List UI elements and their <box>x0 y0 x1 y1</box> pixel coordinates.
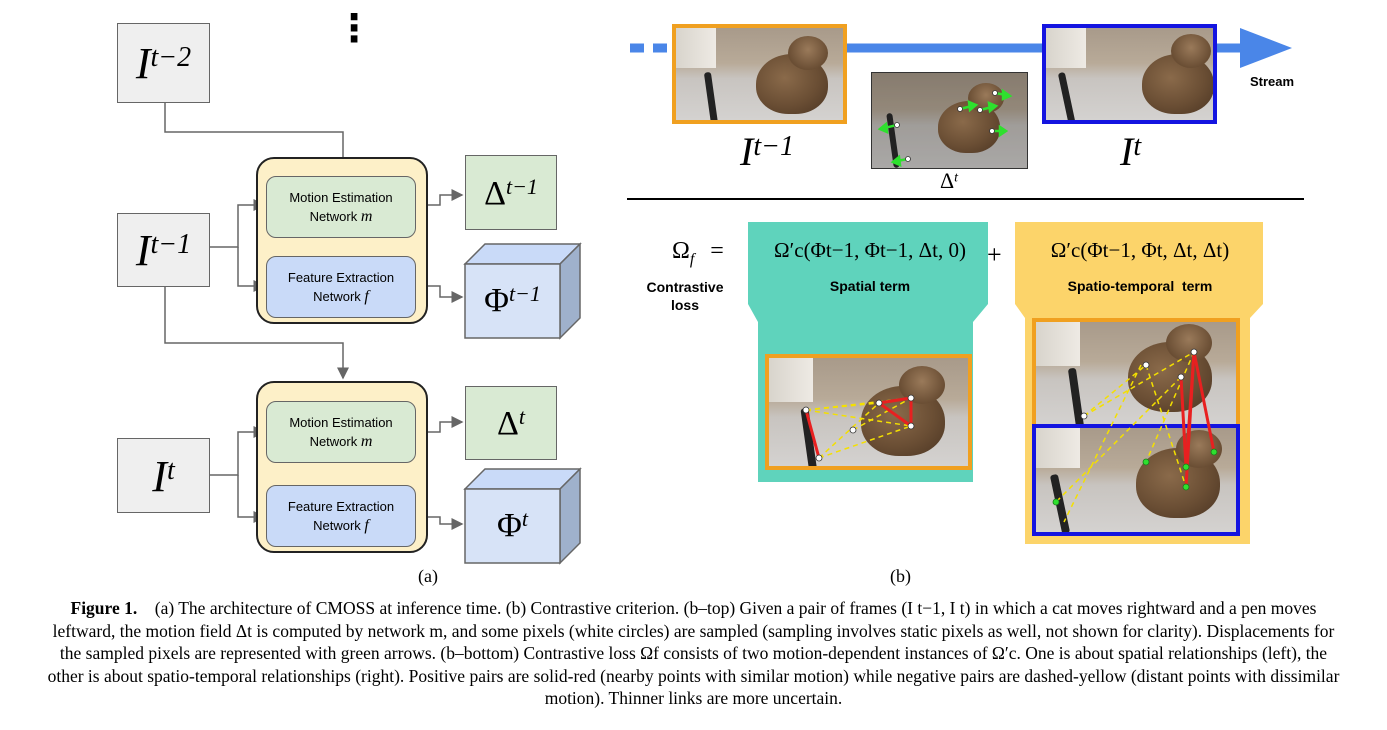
panel-a-connectors <box>164 103 464 530</box>
phi-cube-t-minus-1 <box>463 242 582 340</box>
feature-extraction-network-2: Feature Extraction Network f <box>266 485 416 547</box>
phi-symbol: Φ <box>484 282 509 319</box>
loss-symbol: Ωf = <box>672 238 724 268</box>
delta-symbol: Δ <box>484 175 506 212</box>
motion-field-image <box>871 72 1028 169</box>
feature-var: f <box>364 288 369 305</box>
feature-label: Feature Extraction <box>287 270 395 285</box>
panel-a-label: (a) <box>418 566 438 586</box>
feature-label: Feature Extraction <box>287 499 395 514</box>
phi-sup: t <box>521 505 528 531</box>
phi-label-t: Φt <box>465 489 560 563</box>
motion-estimation-network-2: Motion Estimation Network m <box>266 401 416 463</box>
contrastive-loss-label: Contrastive loss <box>646 279 724 313</box>
delta-output-t-minus-1: Δt−1 <box>465 155 557 230</box>
spatial-term-image <box>765 354 972 470</box>
frame-t-minus-1-label: It−1 <box>740 129 795 174</box>
frame-t-minus-1-image <box>672 24 847 124</box>
temporal-term-image-bottom <box>1032 424 1240 536</box>
panel-b-label: (b) <box>890 566 911 586</box>
input-sup: t−2 <box>150 41 192 73</box>
phi-label-t-minus-1: Φt−1 <box>465 264 560 338</box>
motion-label: Motion Estimation <box>289 190 393 205</box>
plus-sign: + <box>987 240 1002 269</box>
feature-var: f <box>364 517 369 534</box>
spatial-pair-links <box>802 394 915 462</box>
motion-label-2: Network <box>309 434 358 449</box>
input-frame-t-minus-1: It−1 <box>117 213 210 287</box>
delta-symbol: Δ <box>497 405 519 442</box>
motion-field-label: Δt <box>940 168 959 193</box>
delta-sup: t−1 <box>505 173 538 199</box>
delta-output-t: Δt <box>465 386 557 460</box>
motion-var: m <box>360 208 373 225</box>
phi-symbol: Φ <box>497 507 522 544</box>
input-sup: t <box>166 454 175 486</box>
feature-extraction-network-1: Feature Extraction Network f <box>266 256 416 318</box>
frame-t-image <box>1042 24 1217 124</box>
temporal-pair-links <box>1052 348 1218 523</box>
frame-t-label: It <box>1120 129 1142 174</box>
motion-label-2: Network <box>309 209 358 224</box>
divider-line <box>627 198 1304 200</box>
stream-label: Stream <box>1250 74 1295 89</box>
input-base: I <box>135 226 151 275</box>
spatial-formula: Ω′c(Φt−1, Φt−1, Δt, 0) <box>774 238 966 262</box>
phi-sup: t−1 <box>508 280 541 306</box>
input-frame-t: It <box>117 438 210 513</box>
caption-text: (a) The architecture of CMOSS at inferen… <box>47 598 1340 708</box>
input-sup: t−1 <box>150 228 192 260</box>
temporal-formula: Ω′c(Φt−1, Φt, Δt, Δt) <box>1050 238 1230 262</box>
motion-var: m <box>360 433 373 450</box>
motion-arrows <box>877 88 1013 168</box>
phi-cube-t <box>463 467 582 565</box>
motion-estimation-network-1: Motion Estimation Network m <box>266 176 416 238</box>
feature-label-2: Network <box>313 518 361 533</box>
temporal-term-title: Spatio-temporal term <box>1067 278 1213 294</box>
input-base: I <box>135 39 151 88</box>
feature-label-2: Network <box>313 289 361 304</box>
vertical-ellipsis: ⋮ <box>335 6 373 50</box>
figure-number: Figure 1. <box>70 598 138 618</box>
delta-sup: t <box>518 403 525 429</box>
motion-label: Motion Estimation <box>289 415 393 430</box>
figure-caption: Figure 1. (a) The architecture of CMOSS … <box>40 597 1347 710</box>
input-base: I <box>152 452 167 501</box>
spatial-term-title: Spatial term <box>829 278 911 294</box>
input-frame-t-minus-2: It−2 <box>117 23 210 103</box>
